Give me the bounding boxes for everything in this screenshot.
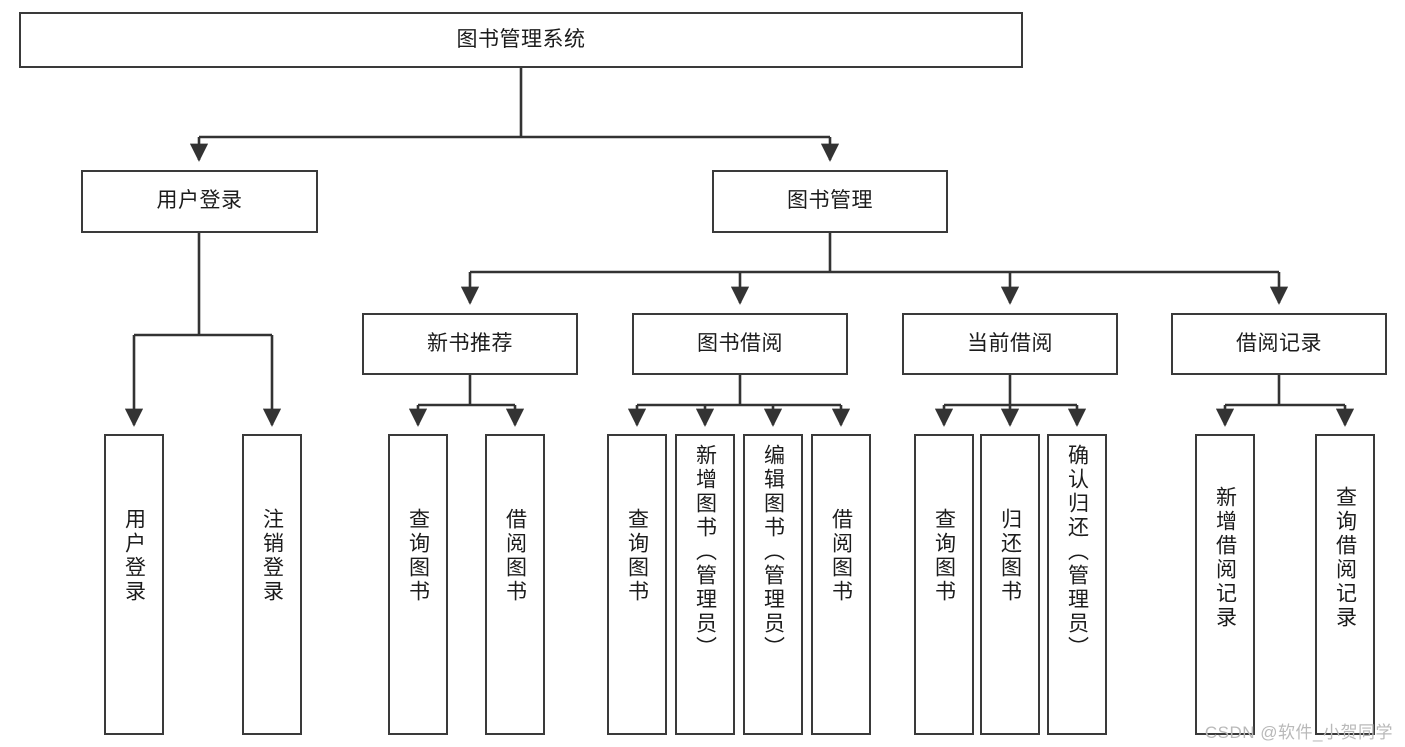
node-leaf-logout-label: 注销登录 xyxy=(260,508,284,604)
node-leaf-bookborrow-edit-book[interactable]: 编辑图书（管理员） xyxy=(743,434,803,735)
node-book-management[interactable]: 图书管理 xyxy=(712,170,948,233)
node-leaf-bookborrow-add-book[interactable]: 新增图书（管理员） xyxy=(675,434,735,735)
node-leaf-currentborrow-query-book[interactable]: 查询图书 xyxy=(914,434,974,735)
node-leaf-user-login[interactable]: 用户登录 xyxy=(104,434,164,735)
node-leaf-newbook-query-book[interactable]: 查询图书 xyxy=(388,434,448,735)
node-leaf-bookborrow-query-book-label: 查询图书 xyxy=(625,508,649,604)
node-borrow-record-label: 借阅记录 xyxy=(1236,331,1322,355)
node-leaf-currentborrow-return-book-label: 归还图书 xyxy=(998,508,1022,604)
node-leaf-newbook-query-book-label: 查询图书 xyxy=(406,508,430,604)
node-leaf-borrowrecord-query[interactable]: 查询借阅记录 xyxy=(1315,434,1375,735)
node-leaf-borrowrecord-add[interactable]: 新增借阅记录 xyxy=(1195,434,1255,735)
node-leaf-currentborrow-query-book-label: 查询图书 xyxy=(932,508,956,604)
node-root[interactable]: 图书管理系统 xyxy=(19,12,1023,68)
node-leaf-currentborrow-return-book[interactable]: 归还图书 xyxy=(980,434,1040,735)
node-book-borrow-label: 图书借阅 xyxy=(697,331,783,355)
node-root-label: 图书管理系统 xyxy=(456,27,586,51)
node-leaf-bookborrow-add-book-label: 新增图书（管理员） xyxy=(693,444,717,660)
node-current-borrow-label: 当前借阅 xyxy=(967,331,1053,355)
node-user-login[interactable]: 用户登录 xyxy=(81,170,318,233)
node-leaf-logout[interactable]: 注销登录 xyxy=(242,434,302,735)
node-leaf-borrowrecord-add-label: 新增借阅记录 xyxy=(1213,486,1237,630)
node-leaf-user-login-label: 用户登录 xyxy=(122,508,146,604)
node-new-book-recommend[interactable]: 新书推荐 xyxy=(362,313,578,375)
node-leaf-bookborrow-query-book[interactable]: 查询图书 xyxy=(607,434,667,735)
node-new-book-recommend-label: 新书推荐 xyxy=(427,331,513,355)
node-book-management-label: 图书管理 xyxy=(787,189,873,213)
watermark: CSDN @软件_小贺同学 xyxy=(1204,723,1393,742)
node-leaf-bookborrow-borrow-book-label: 借阅图书 xyxy=(829,508,853,604)
node-leaf-bookborrow-borrow-book[interactable]: 借阅图书 xyxy=(811,434,871,735)
node-current-borrow[interactable]: 当前借阅 xyxy=(902,313,1118,375)
node-leaf-bookborrow-edit-book-label: 编辑图书（管理员） xyxy=(761,444,785,660)
node-borrow-record[interactable]: 借阅记录 xyxy=(1171,313,1387,375)
node-leaf-borrowrecord-query-label: 查询借阅记录 xyxy=(1333,486,1357,630)
node-book-borrow[interactable]: 图书借阅 xyxy=(632,313,848,375)
node-leaf-currentborrow-confirm-return[interactable]: 确认归还（管理员） xyxy=(1047,434,1107,735)
node-leaf-currentborrow-confirm-return-label: 确认归还（管理员） xyxy=(1065,444,1089,660)
node-leaf-newbook-borrow-book[interactable]: 借阅图书 xyxy=(485,434,545,735)
node-leaf-newbook-borrow-book-label: 借阅图书 xyxy=(503,508,527,604)
node-user-login-label: 用户登录 xyxy=(156,189,243,213)
